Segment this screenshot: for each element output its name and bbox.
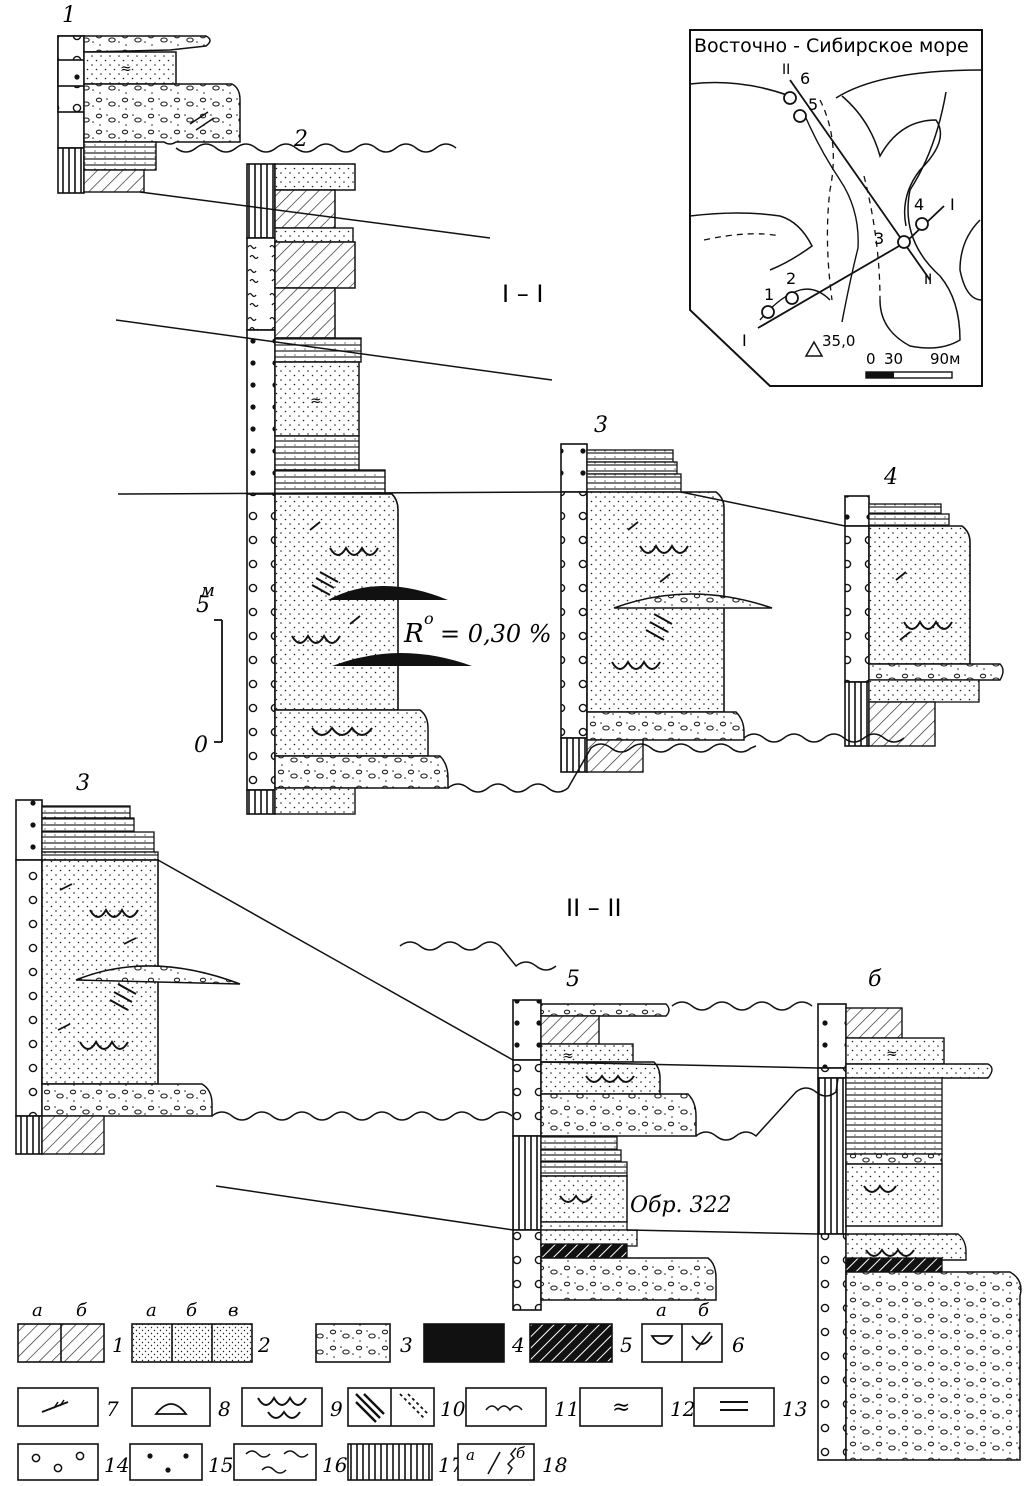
column-1-label: 1 [62, 3, 76, 28]
legend-2-number: 2 [257, 1333, 271, 1357]
legend-item-8: 8 [131, 1387, 231, 1427]
legend-5-number: 5 [620, 1333, 633, 1357]
legend-16-number: 16 [322, 1453, 348, 1477]
legend-4-number: 4 [511, 1333, 525, 1357]
column-6-label: б [868, 967, 882, 992]
scale-top: 5 [196, 593, 210, 618]
legend: а б 1 а б в 2 3 4 5 [17, 1300, 807, 1481]
ripple-mark: ≈ [562, 1048, 574, 1064]
column-1: ≈ 1 [57, 3, 241, 194]
legend-item-11: 11 [465, 1387, 579, 1427]
legend-item-7: 7 [17, 1387, 119, 1427]
legend-18-number: 18 [542, 1453, 567, 1477]
map-point-6: 6 [800, 69, 810, 88]
elevation-label: 35,0 [822, 332, 855, 350]
legend-2-sub-b: б [186, 1300, 198, 1321]
map-section-mark-2b: II [924, 272, 932, 288]
map-scale-90: 90м [930, 350, 960, 368]
legend-8-number: 8 [218, 1397, 231, 1421]
correlation-lines-2 [157, 859, 839, 1235]
legend-10-number: 10 [440, 1397, 466, 1421]
legend-item-18: а б 18 [457, 1443, 567, 1481]
map-scale-30: 30 [884, 350, 903, 368]
legend-18-sub-b: б [516, 1444, 526, 1462]
column-2-label: 2 [293, 127, 308, 152]
ro-value: = 0,30 % [440, 620, 552, 648]
scale-unit: м [200, 580, 215, 601]
column-5-label: 5 [566, 967, 580, 992]
legend-13-number: 13 [782, 1397, 807, 1421]
legend-11-number: 11 [554, 1397, 579, 1421]
legend-item-12: ≈ 12 [579, 1387, 695, 1427]
column-3b-label: 3 [76, 771, 90, 796]
legend-6-number: 6 [732, 1333, 745, 1357]
map-point-1: 1 [764, 285, 774, 304]
map-section-mark-1a: I [742, 331, 747, 350]
legend-14-number: 14 [104, 1453, 129, 1477]
legend-18-sub-a: а [466, 1446, 475, 1464]
legend-6-sub-a: а [656, 1300, 667, 1321]
map-section-mark-1b: I [950, 195, 955, 214]
column-6: ≈ б [817, 967, 1022, 1461]
section-1-label: I – I [502, 280, 543, 308]
legend-item-5: 5 [529, 1323, 633, 1363]
legend-3-number: 3 [400, 1333, 413, 1357]
map-point-2: 2 [786, 269, 796, 288]
column-4: 4 [844, 465, 1004, 747]
legend-item-4: 4 [423, 1323, 525, 1363]
sample-label: Обр. 322 [630, 1193, 732, 1218]
legend-item-16: 16 [233, 1443, 348, 1481]
legend-item-17: 17 [347, 1443, 464, 1481]
ro-label: R [403, 619, 424, 649]
section-2-label: II – II [566, 894, 622, 922]
inset-map-title: Восточно - Сибирское море [694, 35, 969, 57]
ripple-mark: ≈ [310, 393, 322, 409]
legend-1-sub-a: а [32, 1300, 43, 1321]
column-3-bottom: 3 [15, 771, 241, 1155]
legend-1-sub-b: б [76, 1300, 88, 1321]
legend-item-14: 14 [17, 1443, 129, 1481]
ripple-icon: ≈ [612, 1395, 630, 1420]
legend-item-1: а б 1 [17, 1300, 125, 1363]
ripple-mark: ≈ [120, 61, 132, 77]
inset-map: Восточно - Сибирское море 1 2 3 4 5 6 I … [689, 29, 983, 387]
legend-6-sub-b: б [698, 1300, 710, 1321]
map-scale-0: 0 [866, 350, 876, 368]
legend-12-number: 12 [670, 1397, 695, 1421]
ro-superscript: o [424, 609, 434, 628]
legend-item-9: 9 [241, 1387, 343, 1427]
vitrinite-reflectance-note: R o = 0,30 % [403, 609, 552, 649]
legend-7-number: 7 [106, 1397, 119, 1421]
legend-15-number: 15 [208, 1453, 233, 1477]
legend-item-10: 10 [347, 1387, 466, 1427]
column-2: ≈ 2 [246, 127, 472, 815]
legend-item-13: 13 [693, 1387, 807, 1427]
legend-item-3: 3 [315, 1323, 413, 1363]
map-point-4: 4 [914, 195, 924, 214]
legend-item-2: а б в 2 [131, 1300, 271, 1363]
legend-1-number: 1 [112, 1333, 125, 1357]
legend-2-sub-a: а [146, 1300, 157, 1321]
column-5: ≈ 5 Обр. 322 [512, 967, 732, 1311]
column-4-label: 4 [883, 465, 898, 490]
legend-item-15: 15 [129, 1443, 233, 1481]
vertical-scale: м 5 0 [194, 580, 223, 758]
legend-2-sub-c: в [228, 1300, 238, 1321]
correlation-lines-1 [115, 143, 905, 793]
ripple-mark: ≈ [886, 1046, 898, 1062]
legend-9-number: 9 [330, 1397, 343, 1421]
column-3-top: 3 [560, 413, 773, 773]
map-point-5: 5 [808, 95, 818, 114]
column-3-label: 3 [594, 413, 608, 438]
legend-item-6: а б 6 [641, 1300, 745, 1363]
scale-bottom: 0 [194, 733, 208, 758]
map-point-3: 3 [874, 229, 884, 248]
triangulation-point-icon [804, 340, 824, 357]
map-section-mark-2a: II [782, 62, 790, 78]
